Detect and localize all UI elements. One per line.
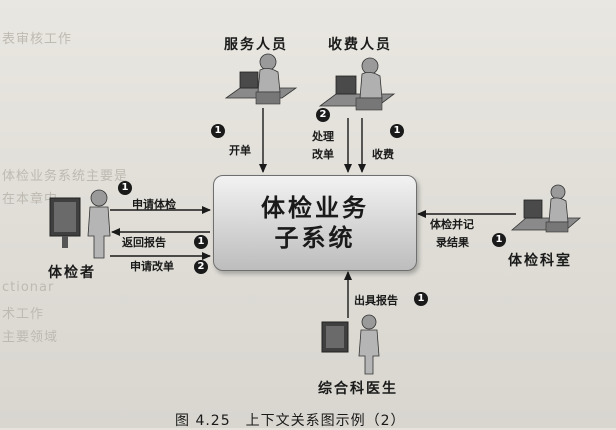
flow-number-badge: 2: [316, 108, 330, 122]
flow-number-badge: 1: [390, 124, 404, 138]
system-title-line1: 体检业务: [261, 194, 369, 222]
flow-label-exam-record: 体检并记: [430, 218, 474, 231]
system-title-line2: 子系统: [274, 224, 356, 252]
flow-label-return-report: 返回报告: [122, 236, 166, 249]
flow-number-badge: 1: [211, 124, 225, 138]
exam-room-figure: [510, 184, 582, 233]
bleed-through-text: 在本章中: [2, 192, 59, 207]
flow-label-charge: 收费: [372, 148, 394, 161]
actor-label-patient: 体检者: [48, 265, 96, 281]
flow-label-open-order: 开单: [229, 144, 251, 157]
flow-number-badge: 1: [194, 235, 208, 249]
actor-label-service: 服务人员: [224, 37, 288, 53]
bleed-through-text: 术工作: [2, 307, 45, 322]
bleed-through-text: 体检业务系统主要是: [2, 169, 129, 184]
flow-label-apply-change: 申请改单: [130, 260, 174, 273]
bleed-through-text: 主要领域: [2, 330, 59, 345]
fee-staff-figure: [318, 57, 396, 111]
flow-label-record-result: 录结果: [436, 236, 469, 249]
flow-number-badge: 1: [118, 181, 132, 195]
actor-label-room: 体检科室: [508, 253, 572, 269]
figure-caption: 图 4.25 上下文关系图示例（2）: [175, 413, 406, 429]
actor-label-fee: 收费人员: [328, 37, 392, 53]
flow-label-change-order: 改单: [312, 148, 334, 161]
bleed-through-text: 表审核工作: [2, 32, 73, 47]
actor-label-doctor: 综合科医生: [318, 381, 398, 397]
flow-number-badge: 2: [194, 260, 208, 274]
flow-label-apply-exam: 申请体检: [132, 198, 176, 211]
system-box: 体检业务 子系统: [213, 175, 417, 271]
flow-label-process: 处理: [312, 130, 334, 143]
flow-label-issue-report: 出具报告: [354, 294, 398, 307]
flow-number-badge: 1: [414, 292, 428, 306]
bleed-through-text: ctionar: [2, 280, 55, 295]
doctor-figure: [321, 314, 380, 375]
patient-figure: [49, 189, 111, 259]
flow-number-badge: 1: [492, 233, 506, 247]
service-staff-figure: [224, 53, 298, 105]
